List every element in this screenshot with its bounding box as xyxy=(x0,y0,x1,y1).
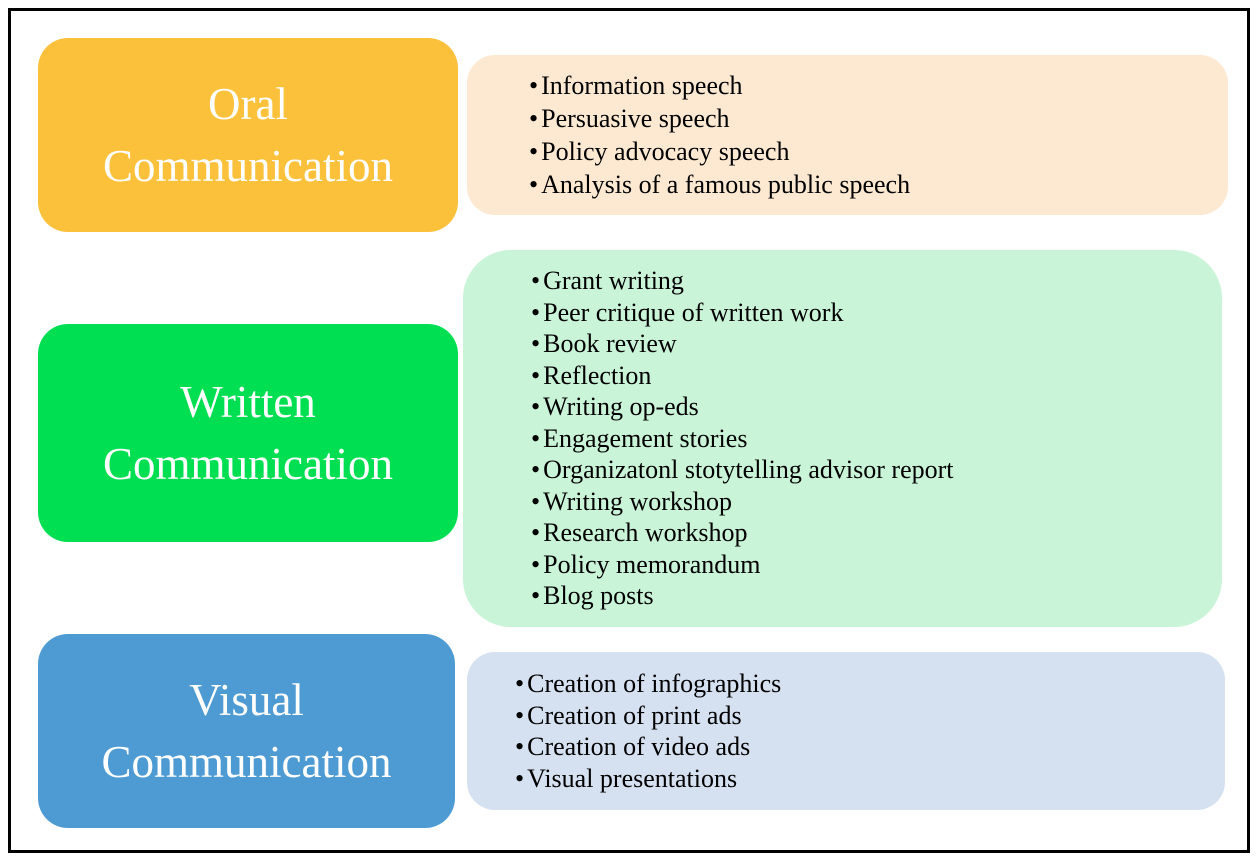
list-item: •Creation of video ads xyxy=(515,731,1225,763)
title-line: Visual xyxy=(189,675,304,725)
bullet-icon: • xyxy=(515,763,525,793)
list-item-text: Organizatonl stotytelling advisor report xyxy=(543,455,954,485)
title-line: Written xyxy=(180,377,316,427)
list-item-text: Creation of print ads xyxy=(527,700,742,730)
list-item-text: Writing op-eds xyxy=(543,392,699,422)
list-item-text: Policy advocacy speech xyxy=(541,137,790,166)
bullet-icon: • xyxy=(531,486,541,516)
list-item: •Engagement stories xyxy=(531,423,1222,455)
bullet-icon: • xyxy=(531,392,541,422)
list-item: •Research workshop xyxy=(531,517,1222,549)
list-item: •Writing workshop xyxy=(531,486,1222,518)
title-line: Communication xyxy=(101,737,392,787)
list-item-text: Creation of infographics xyxy=(527,669,782,698)
list-item: •Information speech xyxy=(529,69,1228,102)
visual-communication-title: Visual Communication xyxy=(102,669,392,793)
list-item-text: Analysis of a famous public speech xyxy=(541,170,911,199)
list-item-text: Policy memorandum xyxy=(543,549,761,579)
list-item: •Analysis of a famous public speech xyxy=(529,168,1228,201)
title-line: Communication xyxy=(103,439,393,489)
bullet-icon: • xyxy=(531,581,541,611)
list-item-text: Peer critique of written work xyxy=(543,297,844,327)
list-item: •Reflection xyxy=(531,360,1222,392)
list-item: •Creation of print ads xyxy=(515,700,1225,732)
list-item-text: Visual presentations xyxy=(527,763,738,793)
visual-communication-box: Visual Communication xyxy=(38,634,455,828)
list-item-text: Writing workshop xyxy=(543,486,732,516)
bullet-icon: • xyxy=(529,71,539,100)
title-line: Oral xyxy=(208,79,288,129)
list-item: •Visual presentations xyxy=(515,763,1225,795)
bullet-icon: • xyxy=(529,170,539,199)
list-item: •Creation of infographics xyxy=(515,668,1225,700)
bullet-icon: • xyxy=(531,329,541,359)
list-item: •Persuasive speech xyxy=(529,102,1228,135)
list-item-text: Engagement stories xyxy=(543,423,748,453)
bullet-icon: • xyxy=(531,360,541,390)
oral-communication-title: Oral Communication xyxy=(103,73,393,197)
bullet-icon: • xyxy=(531,266,541,296)
list-item: •Peer critique of written work xyxy=(531,297,1222,329)
list-item-text: Persuasive speech xyxy=(541,104,730,133)
visual-communication-list: •Creation of infographics •Creation of p… xyxy=(467,652,1225,810)
list-item-text: Creation of video ads xyxy=(527,732,751,761)
list-item-text: Research workshop xyxy=(543,518,748,548)
bullet-icon: • xyxy=(515,669,525,698)
bullet-icon: • xyxy=(531,455,541,485)
bullet-icon: • xyxy=(531,297,541,327)
bullet-icon: • xyxy=(531,549,541,579)
written-communication-list: •Grant writing •Peer critique of written… xyxy=(463,250,1222,627)
list-item: •Writing op-eds xyxy=(531,391,1222,423)
list-item-text: Information speech xyxy=(541,71,743,100)
list-item: •Book review xyxy=(531,328,1222,360)
oral-communication-list: •Information speech •Persuasive speech •… xyxy=(467,55,1228,215)
list-item-text: Reflection xyxy=(543,360,652,390)
list-item-text: Blog posts xyxy=(543,581,654,611)
bullet-icon: • xyxy=(529,137,539,166)
bullet-icon: • xyxy=(531,423,541,453)
list-item-text: Book review xyxy=(543,329,677,359)
list-item: •Policy memorandum xyxy=(531,549,1222,581)
list-item-text: Grant writing xyxy=(543,266,684,296)
bullet-icon: • xyxy=(531,518,541,548)
list-item: •Organizatonl stotytelling advisor repor… xyxy=(531,454,1222,486)
list-item: •Grant writing xyxy=(531,265,1222,297)
bullet-icon: • xyxy=(515,732,525,761)
written-communication-title: Written Communication xyxy=(103,371,393,495)
title-line: Communication xyxy=(103,141,393,191)
list-item: •Blog posts xyxy=(531,580,1222,612)
oral-communication-box: Oral Communication xyxy=(38,38,458,232)
bullet-icon: • xyxy=(529,104,539,133)
list-item: •Policy advocacy speech xyxy=(529,135,1228,168)
bullet-icon: • xyxy=(515,700,525,730)
written-communication-box: Written Communication xyxy=(38,324,458,542)
